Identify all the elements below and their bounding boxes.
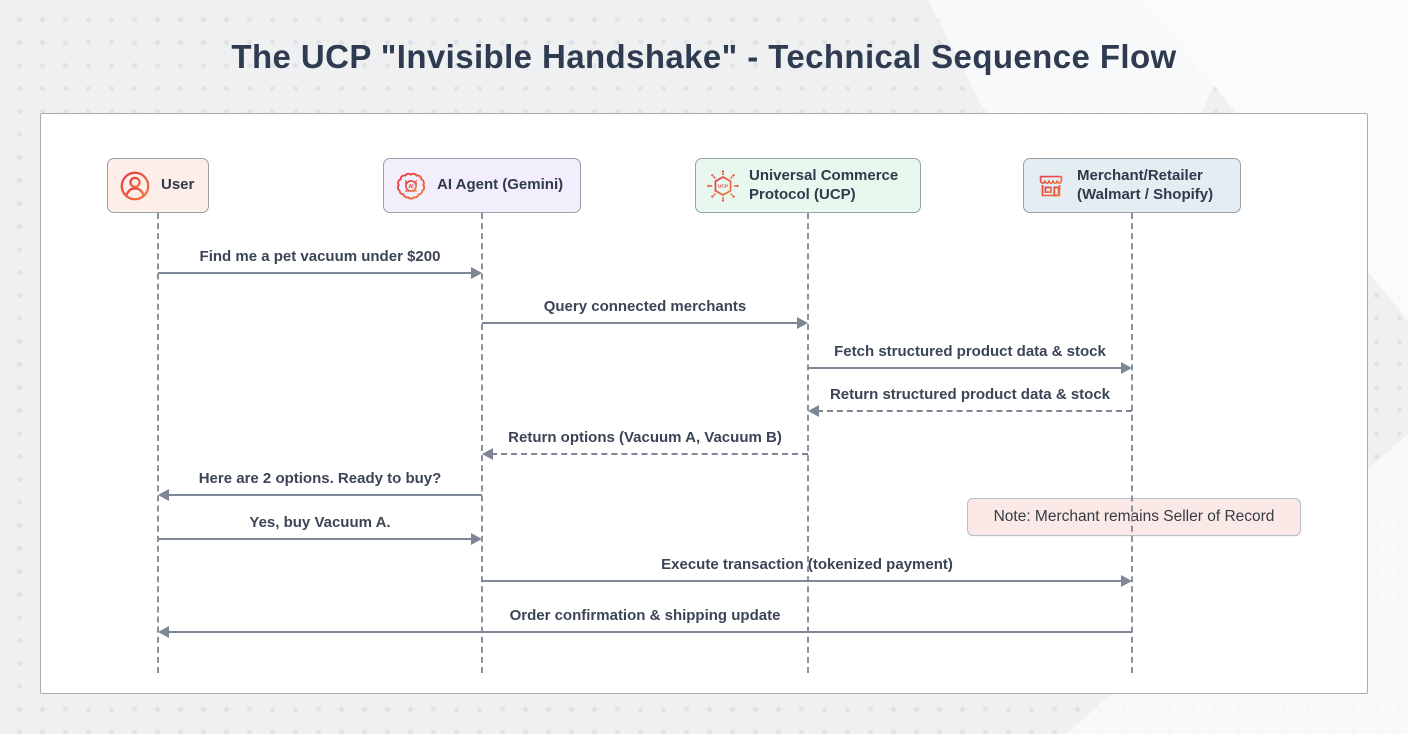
note-box: Note: Merchant remains Seller of Record	[967, 498, 1301, 536]
svg-text:UCP: UCP	[718, 183, 728, 189]
arrowhead-icon	[471, 267, 482, 279]
actor-agent: AI AI Agent (Gemini)	[383, 158, 581, 213]
arrowhead-icon	[1121, 362, 1132, 374]
arrowhead-icon	[808, 405, 819, 417]
arrowhead-icon	[158, 489, 169, 501]
actor-ucp: UCP Universal Commerce Protocol (UCP)	[695, 158, 921, 213]
message-label: Order confirmation & shipping update	[509, 607, 781, 624]
arrowhead-icon	[797, 317, 808, 329]
message-label: Here are 2 options. Ready to buy?	[198, 470, 442, 487]
actor-label: Universal Commerce Protocol (UCP)	[749, 167, 899, 203]
lifeline-ucp	[807, 213, 809, 673]
message-arrow-line	[482, 322, 799, 324]
message-label: Find me a pet vacuum under $200	[199, 248, 441, 265]
message-arrow-line	[167, 494, 482, 496]
svg-text:AI: AI	[408, 184, 414, 190]
message-label: Return options (Vacuum A, Vacuum B)	[508, 429, 782, 446]
brain-icon: AI	[394, 169, 428, 203]
actor-label: AI Agent (Gemini)	[437, 176, 564, 194]
storefront-icon	[1034, 169, 1068, 203]
actor-label: User	[161, 176, 195, 194]
lifeline-merchant	[1131, 213, 1133, 673]
arrowhead-icon	[471, 533, 482, 545]
message-label: Query connected merchants	[543, 298, 747, 315]
message-label: Yes, buy Vacuum A.	[249, 514, 391, 531]
page-title: The UCP "Invisible Handshake" - Technica…	[231, 38, 1177, 75]
actor-user: User	[107, 158, 209, 213]
actor-label: Merchant/Retailer (Walmart / Shopify)	[1077, 167, 1214, 203]
lifeline-user	[157, 213, 159, 673]
message-label: Return structured product data & stock	[829, 386, 1111, 403]
arrowhead-icon	[1121, 575, 1132, 587]
message-arrow-line	[482, 580, 1123, 582]
arrowhead-icon	[482, 448, 493, 460]
message-label: Fetch structured product data & stock	[834, 343, 1106, 360]
message-arrow-line	[158, 272, 473, 274]
lifeline-agent	[481, 213, 483, 673]
message-arrow-line	[817, 410, 1132, 412]
user-icon	[118, 169, 152, 203]
arrowhead-icon	[158, 626, 169, 638]
chip-icon: UCP	[706, 169, 740, 203]
message-label: Execute transaction (tokenized payment)	[661, 556, 953, 573]
sequence-diagram-card: Note: Merchant remains Seller of Record …	[40, 113, 1368, 694]
message-arrow-line	[167, 631, 1132, 633]
message-arrow-line	[808, 367, 1123, 369]
actor-merchant: Merchant/Retailer (Walmart / Shopify)	[1023, 158, 1241, 213]
message-arrow-line	[491, 453, 808, 455]
message-arrow-line	[158, 538, 473, 540]
